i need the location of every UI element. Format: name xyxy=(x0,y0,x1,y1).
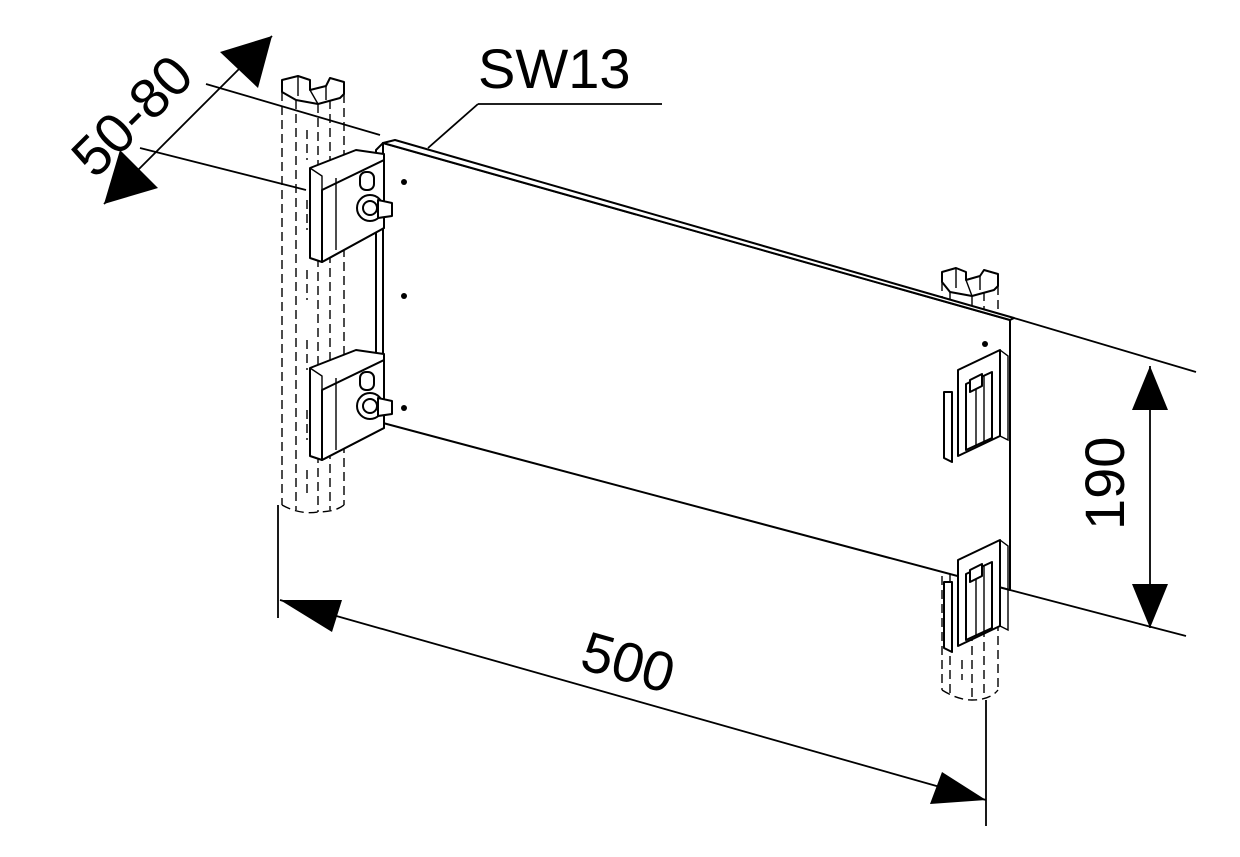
width-label: 500 xyxy=(575,619,682,705)
mounting-panel xyxy=(375,139,1015,591)
dimension-depth xyxy=(103,35,381,205)
height-label: 190 xyxy=(1073,437,1136,530)
left-upright-rail xyxy=(281,75,345,514)
right-bracket-upper xyxy=(943,349,1009,463)
right-bracket-lower xyxy=(943,539,1009,653)
dimension-height xyxy=(1009,317,1197,637)
left-bracket-lower xyxy=(309,349,393,461)
part-code-leader xyxy=(427,103,662,149)
left-bracket-upper xyxy=(309,149,393,263)
part-code-label: SW13 xyxy=(478,37,631,100)
dimension-width xyxy=(277,505,987,826)
